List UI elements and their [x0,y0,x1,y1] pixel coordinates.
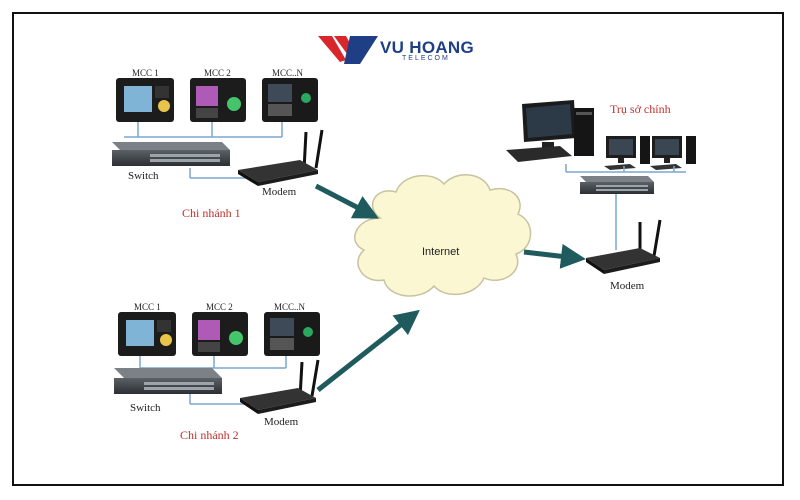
branch2-device-label-1: MCC 1 [134,302,161,312]
logo-name: VU HOANG [380,38,475,57]
arrow-branch1-to-internet [314,183,379,219]
branch2-device-label-2: MCC 2 [206,302,233,312]
branch2-modem [240,359,320,414]
logo-mark [318,36,378,64]
hq-name: Trụ sở chính [610,102,671,116]
branch1-name: Chi nhánh 1 [182,206,241,220]
hq-connections [565,164,686,250]
branch1-switch-label: Switch [128,170,159,182]
branch2-mcc2 [192,312,248,356]
branch1-mcc1 [116,78,174,122]
branch1-modem [238,129,324,186]
hq-modem-label: Modem [610,280,645,292]
branch1-switch [112,142,230,166]
branch1-device-label-2: MCC 2 [204,68,231,78]
internet-label: Internet [422,246,460,258]
branch2-device-label-3: MCC..N [274,302,306,312]
branch2-switch-label: Switch [130,402,161,414]
branch2-switch [114,368,222,394]
branch1-mcc2 [190,78,246,122]
branch2-mccn [264,312,320,356]
branch1-modem-label: Modem [262,186,297,198]
branch1-mccn [262,78,318,122]
arrow-branch2-to-internet [316,309,420,392]
hq-modem [586,219,662,274]
internet-cloud [354,174,532,297]
arrows [314,183,586,392]
branch2-modem-label: Modem [264,416,299,428]
hq-switch [580,176,654,194]
logo-subtitle: TELECOM [402,55,450,62]
branch2-name: Chi nhánh 2 [180,428,239,442]
branch1-device-label-1: MCC 1 [132,68,159,78]
hq-workstation-1 [604,136,650,170]
arrow-internet-to-hq [523,243,586,269]
hq-main-computer [506,100,594,162]
hq-workstation-2 [650,136,696,170]
branch1-device-label-3: MCC..N [272,68,304,78]
branch2-mcc1 [118,312,176,356]
branch1-connections [124,122,283,179]
